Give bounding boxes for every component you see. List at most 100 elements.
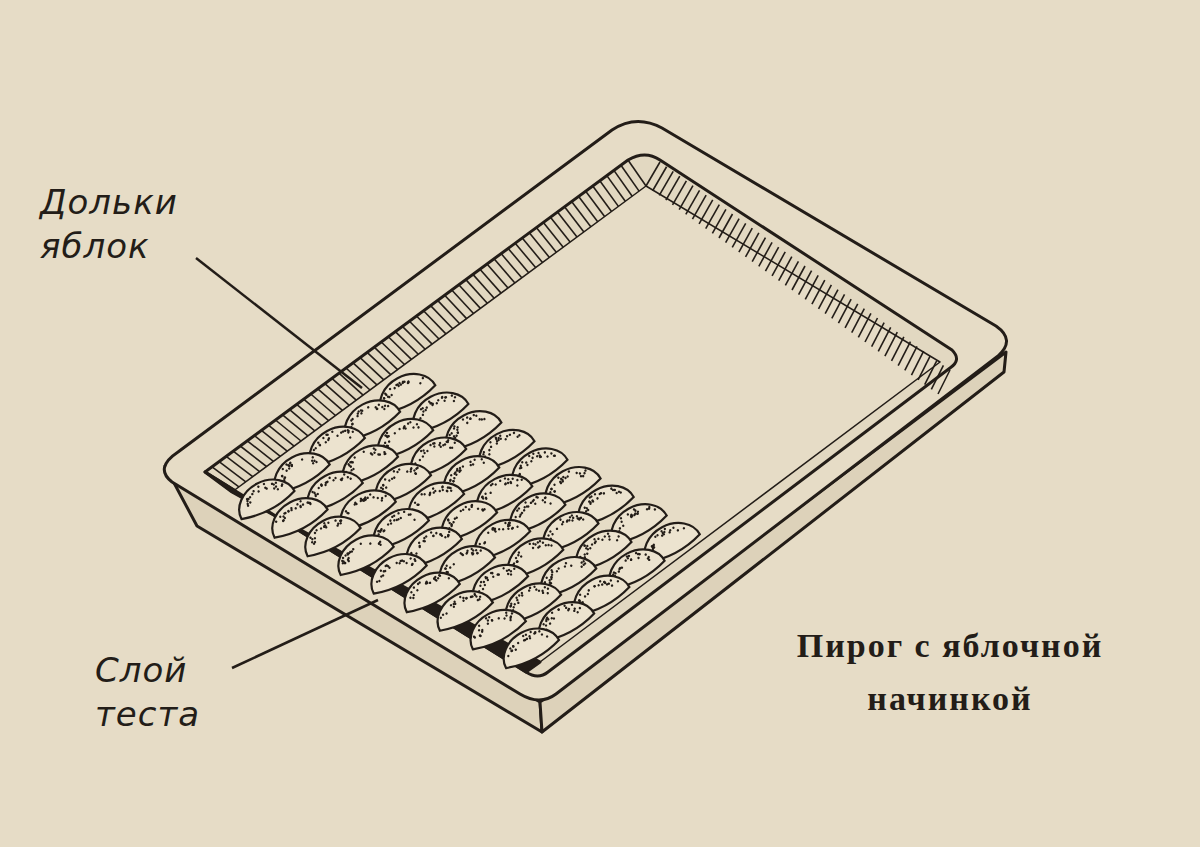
wall-hatch — [558, 212, 578, 237]
slice-stipple — [473, 458, 476, 461]
slice-stipple — [379, 569, 382, 572]
slice-stipple — [615, 491, 618, 494]
wall-hatch — [550, 217, 570, 242]
slice-stipple — [597, 584, 600, 587]
slice-stipple — [452, 435, 455, 438]
slice-stipple — [479, 549, 482, 552]
slice-stipple — [514, 556, 517, 559]
slice-stipple — [416, 503, 419, 506]
slice-stipple — [471, 595, 474, 598]
slice-stipple — [583, 595, 586, 598]
slice-stipple — [583, 472, 586, 475]
apple-slice — [495, 619, 562, 673]
slice-stipple — [458, 466, 461, 469]
slice-stipple — [459, 509, 462, 512]
slice-stipple — [559, 518, 562, 521]
slice-stipple — [414, 472, 417, 475]
slice-stipple — [393, 387, 396, 390]
slice-stipple — [441, 613, 444, 616]
wall-hatch — [374, 347, 397, 369]
slice-stipple — [334, 519, 337, 522]
slice-stipple — [459, 552, 462, 555]
slice-stipple — [441, 395, 444, 398]
slice-stipple — [598, 492, 601, 495]
slice-stipple — [425, 535, 428, 538]
slice-stipple — [483, 583, 486, 586]
slice-stipple — [491, 528, 494, 531]
wall-hatch — [417, 316, 440, 339]
slice-stipple — [504, 483, 507, 486]
slice-stipple — [599, 580, 602, 583]
slice-stipple — [472, 635, 475, 638]
slice-stipple — [420, 493, 423, 496]
slice-stipple — [622, 524, 625, 527]
slice-stipple — [627, 554, 630, 557]
slice-stipple — [452, 480, 455, 483]
slice-stipple — [462, 508, 465, 511]
slice-stipple — [313, 540, 316, 543]
slice-stipple — [251, 492, 254, 495]
slice-stipple — [410, 563, 413, 566]
slice-stipple — [536, 455, 539, 458]
wall-hatch — [431, 306, 453, 329]
apple-slice — [398, 518, 465, 572]
slice-stipple — [327, 437, 330, 440]
slice-stipple — [392, 470, 395, 473]
slice-stipple — [249, 501, 252, 504]
wall-hatch — [579, 196, 598, 221]
slice-stipple — [608, 538, 611, 541]
slice-stipple — [388, 440, 391, 443]
slice-stipple — [475, 549, 478, 552]
slice-stipple — [311, 456, 314, 459]
slice-stipple — [478, 542, 481, 545]
slice-stipple — [525, 461, 528, 464]
slice-stipple — [326, 480, 329, 483]
slice-stipple — [452, 563, 455, 566]
slice-stipple — [393, 432, 396, 435]
wall-hatch — [480, 269, 501, 293]
wall-hatch — [501, 254, 522, 278]
slice-stipple — [395, 561, 398, 564]
slice-stipple — [492, 575, 495, 578]
slice-stipple — [669, 529, 672, 532]
leader-line — [196, 258, 362, 388]
slice-stipple — [453, 477, 456, 480]
slice-stipple — [517, 551, 520, 554]
slice-stipple — [322, 436, 325, 439]
slice-stipple — [432, 534, 435, 537]
slice-stipple — [402, 427, 405, 430]
slice-stipple — [620, 566, 623, 569]
slice-stipple — [497, 436, 500, 439]
slice-stipple — [423, 540, 426, 543]
slice-stipple — [356, 414, 359, 417]
slice-stipple — [399, 559, 402, 562]
wall-hatch — [318, 389, 343, 411]
slice-stipple — [503, 477, 506, 480]
slice-stipple — [369, 542, 372, 545]
slice-stipple — [452, 521, 455, 524]
slice-stipple — [456, 431, 459, 434]
slice-stipple — [428, 493, 431, 496]
slice-stipple — [478, 634, 481, 637]
slice-stipple — [381, 574, 384, 577]
slice-stipple — [550, 544, 553, 547]
slice-stipple — [491, 482, 494, 485]
slice-stipple — [383, 451, 386, 454]
tray-floor — [232, 186, 940, 662]
slice-stipple — [288, 462, 291, 465]
slice-stipple — [435, 402, 438, 405]
slice-stipple — [389, 522, 392, 525]
slice-stipple — [423, 451, 426, 454]
slice-stipple — [513, 567, 516, 570]
slice-stipple — [613, 488, 616, 491]
slice-stipple — [507, 527, 510, 530]
slice-stipple — [522, 634, 525, 637]
slice-stipple — [447, 577, 450, 580]
slice-stipple — [526, 463, 529, 466]
slice-stipple — [499, 479, 502, 482]
wall-hatch — [325, 384, 349, 406]
slice-stipple — [555, 527, 558, 530]
slice-stipple — [559, 480, 562, 483]
slice-stipple — [320, 483, 323, 486]
slice-stipple — [247, 497, 250, 500]
